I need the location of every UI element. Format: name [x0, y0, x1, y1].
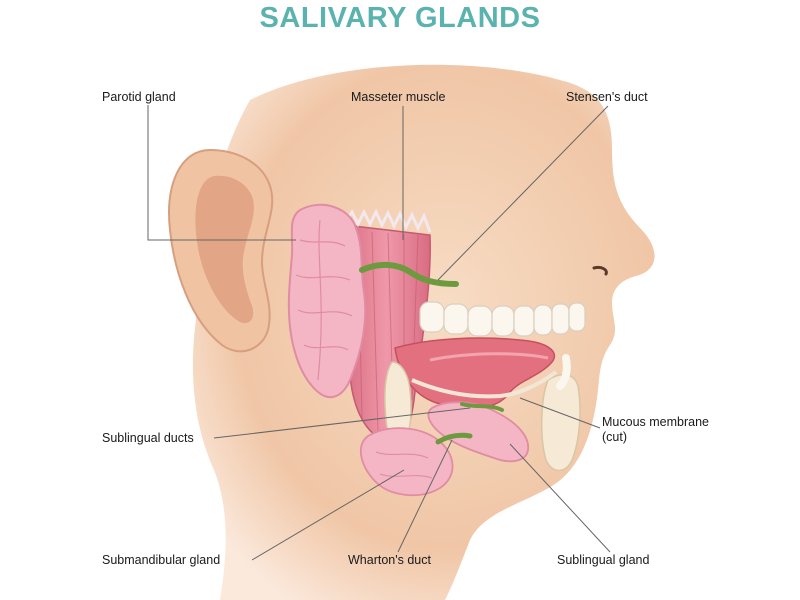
- chin-bone-shape: [541, 373, 581, 472]
- whartons-duct-shape: [435, 432, 473, 445]
- label-sublingual-gland: Sublingual gland: [557, 553, 650, 567]
- nostril: [592, 266, 608, 276]
- label-parotid-gland: Parotid gland: [102, 90, 176, 104]
- leader-sublingual-ducts: [213, 407, 471, 439]
- tongue-highlight: [429, 352, 549, 362]
- parotid-gland-shape: [287, 203, 367, 399]
- leader-parotid: [147, 105, 296, 241]
- stensens-duct-shape: [359, 262, 459, 287]
- muscle-fringe: [343, 208, 432, 233]
- leader-lines: [147, 105, 611, 561]
- leader-wharton: [397, 439, 453, 553]
- leader-submandibular: [251, 469, 405, 561]
- upper-teeth: [419, 301, 586, 337]
- leader-sublingual-gland: [509, 443, 611, 553]
- label-masseter-muscle: Masseter muscle: [351, 90, 446, 104]
- ear-inner: [195, 175, 254, 324]
- mucous-membrane-shape: [411, 370, 558, 399]
- label-mucous-membrane: Mucous membrane (cut): [602, 415, 709, 444]
- sublingual-ducts-shape: [460, 402, 504, 412]
- mouth-cavity: [394, 337, 556, 410]
- submandibular-gland-shape: [359, 427, 454, 497]
- lower-incisor: [556, 354, 571, 390]
- leader-stensen: [437, 105, 609, 281]
- label-stensens-duct: Stensen's duct: [566, 90, 648, 104]
- label-submandibular-gland: Submandibular gland: [102, 553, 221, 567]
- parotid-lobules: [295, 219, 353, 381]
- leader-mucous: [519, 397, 601, 429]
- submandibular-lobules: [375, 451, 433, 479]
- label-whartons-duct: Wharton's duct: [348, 553, 431, 567]
- diagram-title: SALIVARY GLANDS: [259, 2, 541, 34]
- label-sublingual-ducts: Sublingual ducts: [102, 431, 194, 445]
